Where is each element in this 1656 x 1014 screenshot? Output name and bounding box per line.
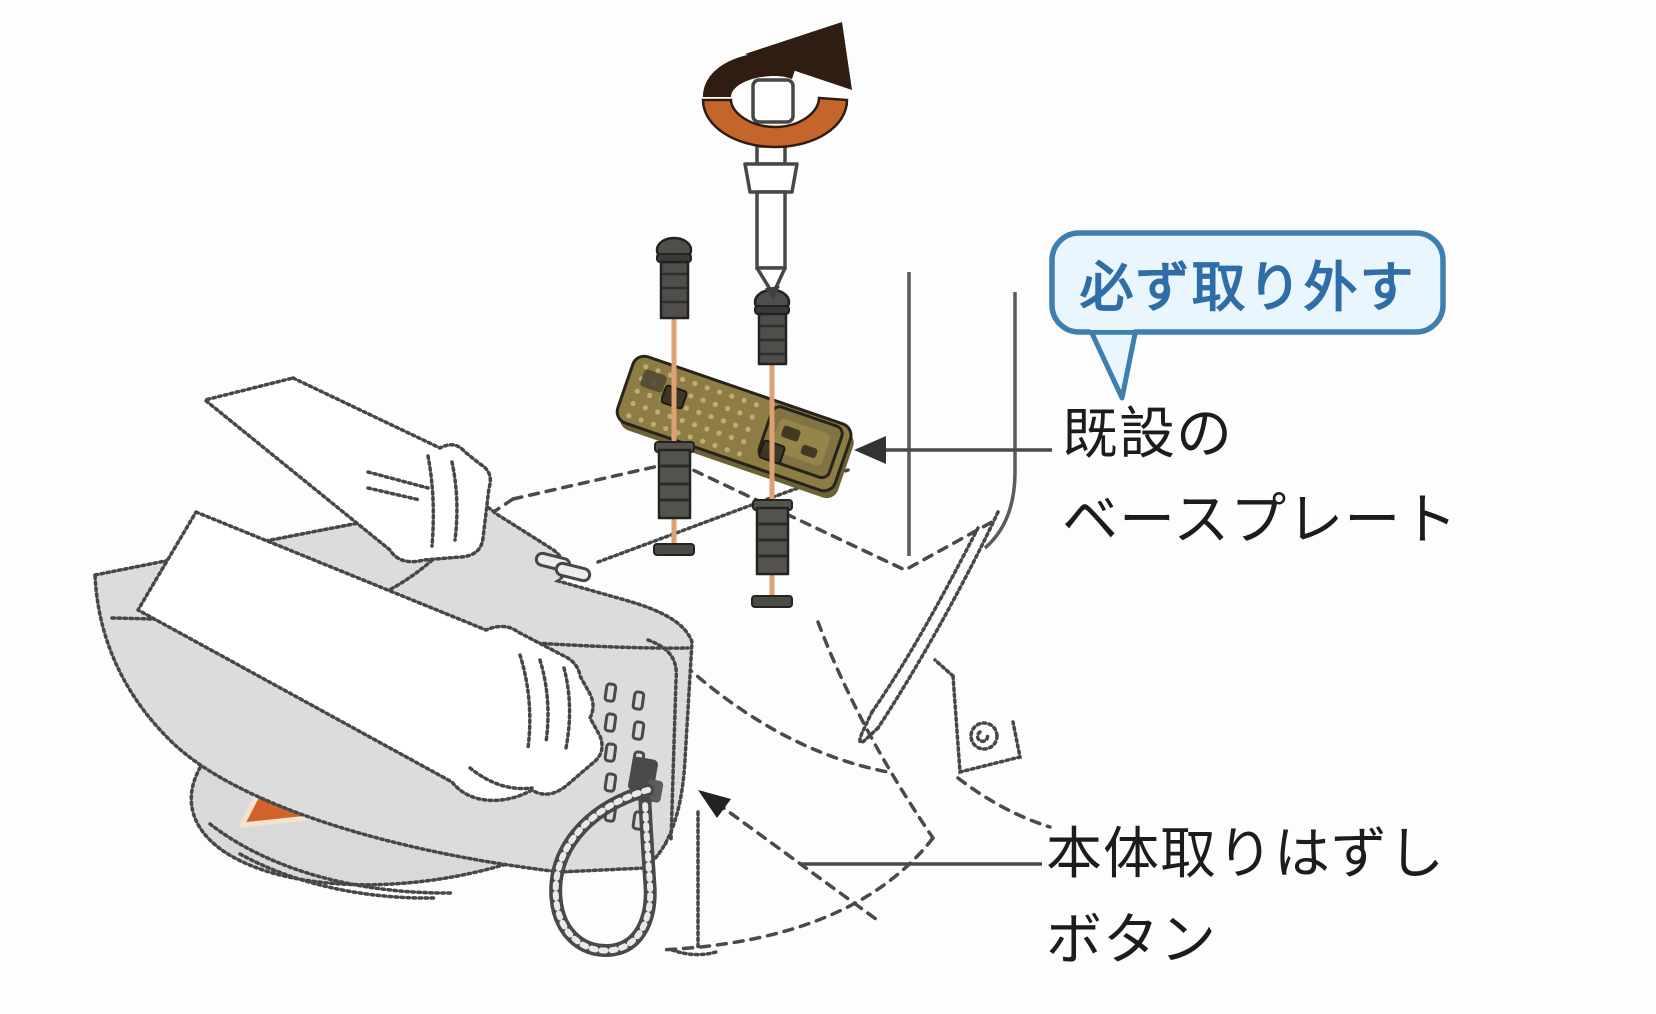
release-button-label: 本体取りはずし ボタン: [1046, 812, 1445, 984]
toilet-tank-lines: [907, 272, 1017, 556]
baseplate-label-line2: ベースプレート: [1062, 488, 1459, 553]
lower-arm-hand: [136, 510, 604, 803]
right-mounting-bolt: [751, 288, 793, 608]
power-cord: [549, 783, 657, 958]
baseplate-label-line1: 既設の: [1062, 402, 1233, 467]
upper-arm-hand: [203, 376, 493, 564]
baseplate-label: 既設の ベースプレート: [1062, 392, 1458, 564]
unit-top-latch-detail: [534, 551, 592, 583]
rotate-counterclockwise-arrow-icon: [701, 22, 852, 149]
leader-arrowhead-icon: [698, 790, 731, 818]
leader-arrowhead-icon: [854, 436, 886, 464]
toilet-hinge-deck: [858, 510, 1023, 775]
baseplate-leader: [854, 436, 1052, 464]
callout-bubble: [1049, 230, 1446, 401]
release-button-leader: [698, 790, 1042, 866]
alignment-guide-lines: [671, 315, 775, 601]
base-plate: [615, 354, 854, 499]
release-button-label-line1: 本体取りはずし: [1046, 822, 1445, 887]
toilet-bowl-front-edges: [670, 810, 718, 957]
callout-label: 必ず取り外す: [1079, 256, 1416, 319]
long-bolt: [743, 78, 799, 300]
left-mounting-bolt: [653, 236, 695, 556]
release-button-label-line2: ボタン: [1046, 908, 1217, 973]
